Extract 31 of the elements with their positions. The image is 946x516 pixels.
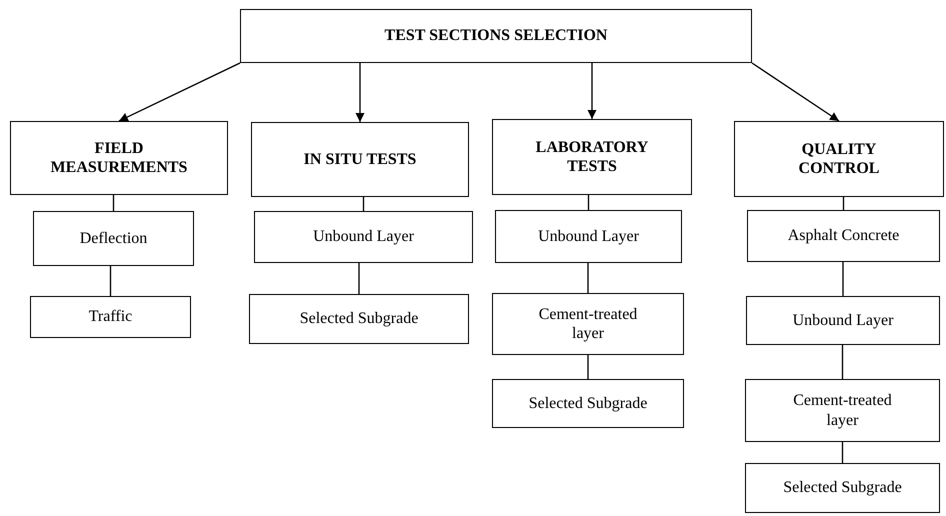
process-box: Deflection (33, 211, 194, 266)
connector-line (362, 197, 364, 211)
category-box: FIELD MEASUREMENTS (10, 121, 228, 195)
connector-line (110, 266, 112, 296)
root-box: TEST SECTIONS SELECTION (240, 9, 752, 63)
connector-line (358, 263, 360, 294)
category-box: QUALITY CONTROL (734, 121, 944, 197)
connector-line (587, 355, 589, 379)
connector-line (588, 195, 590, 210)
process-box: Cement-treated layer (492, 293, 684, 355)
process-box: Selected Subgrade (745, 463, 940, 513)
process-box: Traffic (30, 296, 191, 338)
connector-line (587, 263, 589, 293)
process-box: Unbound Layer (254, 211, 473, 263)
process-box: Unbound Layer (495, 210, 682, 263)
process-box: Selected Subgrade (249, 294, 469, 344)
arrow (356, 63, 364, 122)
process-box: Asphalt Concrete (747, 210, 940, 262)
category-box: LABORATORY TESTS (492, 119, 692, 195)
process-box: Selected Subgrade (492, 379, 684, 428)
arrow (118, 62, 240, 122)
arrow (588, 63, 596, 119)
connector-line (842, 262, 844, 296)
category-box: IN SITU TESTS (251, 122, 469, 197)
process-box: Cement-treated layer (745, 379, 940, 442)
connector-line (112, 195, 114, 211)
connector-line (842, 442, 844, 463)
arrow (752, 62, 840, 122)
process-box: Unbound Layer (746, 296, 940, 345)
connector-line (842, 197, 844, 210)
connector-line (842, 345, 844, 379)
